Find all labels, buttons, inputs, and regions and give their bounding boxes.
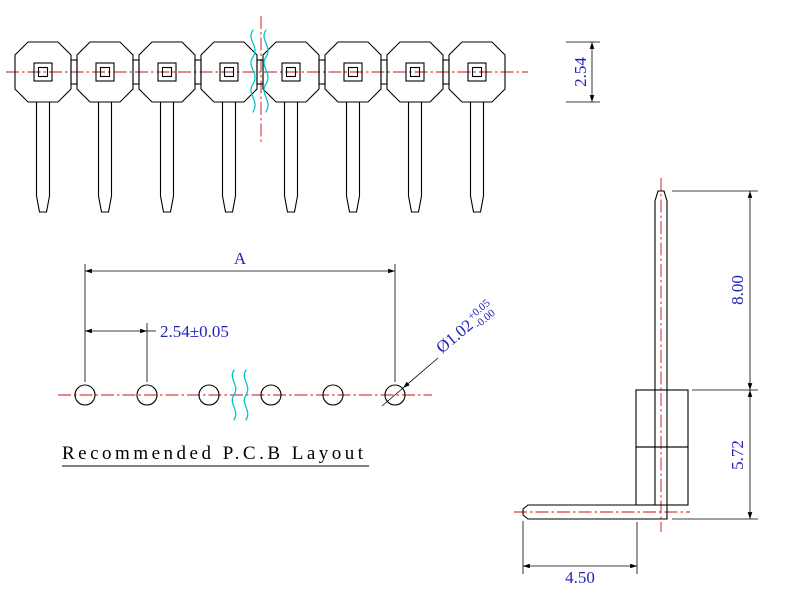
pin: [345, 101, 361, 213]
pin-tail-outline: [522, 504, 668, 520]
header-body: [14, 41, 72, 103]
pin-hole-inner: [223, 66, 235, 78]
dim-row-height-label: 2.54: [571, 57, 590, 87]
pin-hole-outer: [219, 62, 239, 82]
dim-pitch: 2.54±0.05: [85, 322, 229, 382]
pin: [469, 101, 485, 213]
dim-tail-length: 4.50: [522, 521, 638, 587]
pin-hole-inner: [285, 66, 297, 78]
header-body: [262, 41, 320, 103]
pcb-layout: A 2.54±0.05 Ø1.02 +0.05 -0.00 Recommende…: [58, 249, 498, 467]
pin: [97, 101, 113, 213]
dim-row-height: 2.54: [566, 41, 600, 103]
header-unit: [386, 41, 450, 213]
dim-tail-length-label: 4.50: [565, 568, 595, 587]
dim-hole-diameter: Ø1.02 +0.05 -0.00: [381, 297, 498, 407]
top-view: 2.54: [6, 16, 600, 213]
dim-span-label: A: [234, 249, 247, 268]
pcb-caption-text: Recommended P.C.B Layout: [62, 443, 367, 464]
header-unit: [200, 41, 264, 213]
pin-hole-inner: [161, 66, 173, 78]
pin-hole-inner: [99, 66, 111, 78]
header-body: [76, 41, 134, 103]
pin-hole-inner: [471, 66, 483, 78]
dim-pitch-label: 2.54±0.05: [160, 322, 229, 341]
pin-hole-inner: [37, 66, 49, 78]
pin-hole-outer: [281, 62, 301, 82]
pin-hole-outer: [405, 62, 425, 82]
header-body: [386, 41, 444, 103]
leader-line: [402, 357, 439, 389]
pin-upper-outline: [654, 190, 668, 390]
break-line: [231, 369, 237, 421]
header-body: [324, 41, 382, 103]
dim-hole-text: Ø1.02 +0.05 -0.00: [432, 297, 498, 357]
dim-hole-label: Ø1.02: [432, 315, 476, 357]
pin: [159, 101, 175, 213]
pin-hole-outer: [33, 62, 53, 82]
header-unit: [448, 41, 506, 213]
side-view: 8.00 5.72 4.50: [514, 178, 758, 587]
break-line: [243, 369, 249, 421]
dim-body-to-tail: 5.72: [672, 390, 758, 520]
header-unit: [324, 41, 388, 213]
pin: [35, 101, 51, 213]
pcb-hole: [136, 384, 158, 406]
body-lower: [635, 446, 689, 506]
pin-hole-outer: [467, 62, 487, 82]
leader-tail: [381, 387, 404, 407]
dim-body-to-tail-label: 5.72: [728, 440, 747, 470]
pcb-hole: [74, 384, 96, 406]
header-body: [200, 41, 258, 103]
header-body: [138, 41, 196, 103]
pin-hole-inner: [347, 66, 359, 78]
break-line: [263, 29, 269, 113]
pcb-hole: [322, 384, 344, 406]
header-unit: [76, 41, 140, 213]
body-upper: [635, 389, 689, 448]
pin: [407, 101, 423, 213]
dim-pin-length: 8.00: [672, 190, 758, 391]
pcb-caption: Recommended P.C.B Layout: [62, 443, 369, 467]
header-unit: [262, 41, 326, 213]
pcb-hole: [198, 384, 220, 406]
pcb-hole: [384, 384, 406, 406]
dim-span: A: [84, 249, 396, 382]
pin-hole-outer: [157, 62, 177, 82]
header-unit: [138, 41, 202, 213]
pin-hole-inner: [409, 66, 421, 78]
pin: [283, 101, 299, 213]
header-unit: [14, 41, 78, 213]
pin-hole-outer: [343, 62, 363, 82]
break-line: [250, 29, 256, 113]
pcb-hole: [260, 384, 282, 406]
pin-hole-outer: [95, 62, 115, 82]
header-units-row: [14, 41, 506, 213]
header-body: [448, 41, 506, 103]
pcb-holes-row: [74, 384, 406, 406]
dim-pin-length-label: 8.00: [728, 275, 747, 305]
pin: [221, 101, 237, 213]
